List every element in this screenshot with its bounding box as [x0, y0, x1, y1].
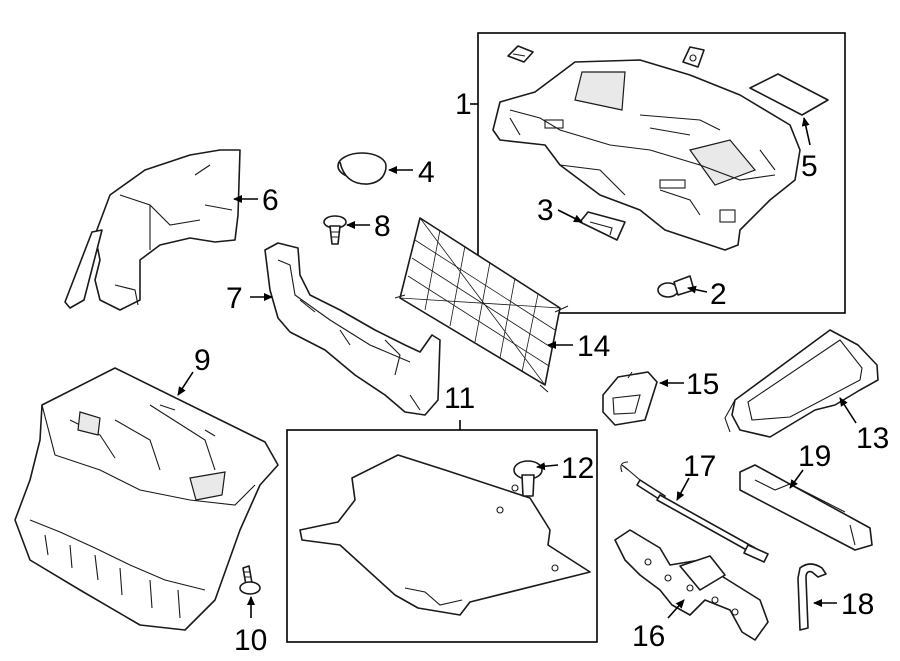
callout-10: 10 [234, 624, 267, 657]
lug-wrench-part [797, 563, 827, 631]
group-box-package-tray [477, 32, 846, 314]
callout-15: 15 [686, 368, 719, 401]
callout-18: 18 [841, 588, 874, 621]
callout-19: 19 [798, 440, 831, 473]
push-pin-mat-part [513, 460, 543, 497]
cap-part [337, 152, 387, 185]
jack-handle-part [620, 461, 769, 563]
leader-9 [177, 371, 194, 396]
floor-mat-part [299, 454, 591, 616]
callout-1: 1 [455, 88, 472, 121]
callout-11: 11 [444, 382, 475, 415]
tray-bracket-part [579, 211, 626, 241]
tray-pad-part [749, 73, 829, 116]
callout-13: 13 [856, 422, 889, 455]
leader-13 [839, 397, 857, 424]
scissor-jack-part [614, 529, 769, 641]
callout-7: 7 [226, 282, 243, 315]
callout-17: 17 [683, 450, 716, 483]
package-tray-part [492, 59, 801, 251]
push-pin-part [657, 275, 695, 298]
side-trim-right-part [64, 149, 241, 311]
callout-2: 2 [710, 278, 727, 311]
jack-handle-case-part [739, 464, 873, 551]
floor-trim-part [14, 367, 279, 631]
tray-clip-right [682, 46, 705, 68]
leader-16 [667, 599, 685, 619]
callout-8: 8 [374, 210, 391, 243]
callout-9: 9 [194, 344, 211, 377]
callout-6: 6 [262, 184, 279, 217]
cargo-net-part [394, 217, 569, 393]
push-pin-floor-part [239, 565, 261, 595]
leader-2 [687, 285, 708, 294]
side-trim-left-part [264, 242, 441, 416]
leader-3 [557, 209, 583, 223]
storage-tray-part [724, 329, 879, 438]
clip-bracket-part [602, 371, 658, 426]
leader-12 [536, 462, 559, 471]
leader-17 [676, 477, 690, 501]
callout-4: 4 [418, 156, 435, 189]
push-pin-small-part [323, 215, 347, 245]
leader-5 [801, 117, 811, 146]
group-box-floor-mat [286, 429, 598, 643]
callout-16: 16 [632, 620, 665, 653]
callout-14: 14 [577, 330, 610, 363]
tray-clip-left [507, 45, 534, 63]
callout-12: 12 [561, 452, 594, 485]
callout-5: 5 [801, 150, 818, 183]
leader-19 [789, 469, 804, 489]
callout-3: 3 [537, 194, 554, 227]
